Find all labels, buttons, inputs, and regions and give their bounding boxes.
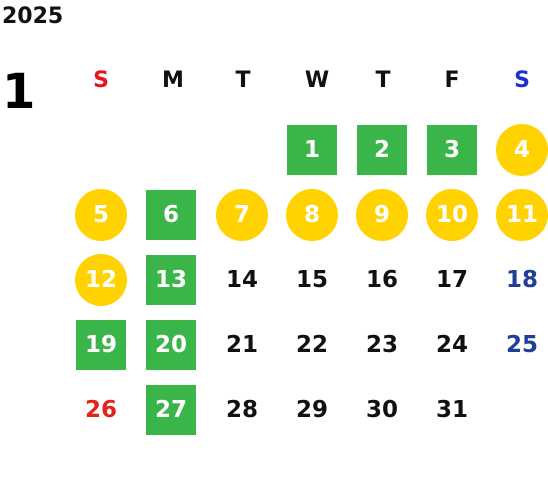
yellow-circle-marker xyxy=(356,189,408,241)
day-number: 19 xyxy=(84,331,117,358)
calendar-day-6: 6 xyxy=(143,187,199,243)
weekday-header-thursday: T xyxy=(375,68,391,93)
calendar-day-10: 10 xyxy=(424,187,480,243)
day-number: 15 xyxy=(295,266,328,293)
day-number: 24 xyxy=(435,331,468,358)
day-number: 4 xyxy=(513,136,530,163)
calendar-day-3: 3 xyxy=(424,122,480,178)
calendar-day-19: 19 xyxy=(73,317,129,373)
calendar-day-26: 26 xyxy=(73,382,129,438)
day-number: 22 xyxy=(295,331,328,358)
calendar-day-16: 16 xyxy=(354,252,410,308)
day-number: 13 xyxy=(154,266,187,293)
day-number: 3 xyxy=(443,136,460,163)
month-number: 1 xyxy=(2,64,36,120)
day-number: 6 xyxy=(162,201,179,228)
day-number: 29 xyxy=(295,396,328,423)
calendar-day-27: 27 xyxy=(143,382,199,438)
yellow-circle-marker xyxy=(496,189,548,241)
green-square-marker xyxy=(76,320,126,370)
green-square-marker xyxy=(146,255,196,305)
day-number: 2 xyxy=(373,136,390,163)
calendar-day-11: 11 xyxy=(494,187,548,243)
day-number: 5 xyxy=(92,201,109,228)
day-number: 18 xyxy=(505,266,538,293)
weekday-header-tuesday: T xyxy=(235,68,251,93)
calendar-day-7: 7 xyxy=(214,187,270,243)
calendar-day-1: 1 xyxy=(284,122,340,178)
calendar-day-22: 22 xyxy=(284,317,340,373)
day-number: 30 xyxy=(365,396,398,423)
day-number: 10 xyxy=(435,201,468,228)
calendar-day-2: 2 xyxy=(354,122,410,178)
day-number: 26 xyxy=(84,396,117,423)
calendar-day-14: 14 xyxy=(214,252,270,308)
day-number: 28 xyxy=(225,396,258,423)
calendar-day-25: 25 xyxy=(494,317,548,373)
green-square-marker xyxy=(146,190,196,240)
day-number: 16 xyxy=(365,266,398,293)
day-number: 27 xyxy=(154,396,187,423)
calendar-day-15: 15 xyxy=(284,252,340,308)
weekday-header-friday: F xyxy=(444,68,460,93)
day-number: 17 xyxy=(435,266,468,293)
weekday-header-saturday: S xyxy=(514,68,530,93)
day-number: 14 xyxy=(225,266,258,293)
day-number: 21 xyxy=(225,331,258,358)
calendar-day-23: 23 xyxy=(354,317,410,373)
calendar-day-5: 5 xyxy=(73,187,129,243)
year-label: 2025 xyxy=(2,4,64,29)
green-square-marker xyxy=(287,125,337,175)
day-number: 1 xyxy=(303,136,320,163)
green-square-marker xyxy=(146,385,196,435)
green-square-marker xyxy=(146,320,196,370)
calendar-day-31: 31 xyxy=(424,382,480,438)
weekday-header-wednesday: W xyxy=(304,68,330,93)
calendar-day-13: 13 xyxy=(143,252,199,308)
calendar-day-24: 24 xyxy=(424,317,480,373)
calendar-day-21: 21 xyxy=(214,317,270,373)
calendar-day-4: 4 xyxy=(494,122,548,178)
calendar-day-30: 30 xyxy=(354,382,410,438)
calendar-day-18: 18 xyxy=(494,252,548,308)
calendar-day-12: 12 xyxy=(73,252,129,308)
day-number: 25 xyxy=(505,331,538,358)
yellow-circle-marker xyxy=(426,189,478,241)
calendar-day-8: 8 xyxy=(284,187,340,243)
yellow-circle-marker xyxy=(286,189,338,241)
yellow-circle-marker xyxy=(496,124,548,176)
calendar-day-29: 29 xyxy=(284,382,340,438)
day-number: 23 xyxy=(365,331,398,358)
day-number: 7 xyxy=(233,201,250,228)
calendar-day-20: 20 xyxy=(143,317,199,373)
day-number: 31 xyxy=(435,396,468,423)
calendar-day-9: 9 xyxy=(354,187,410,243)
green-square-marker xyxy=(357,125,407,175)
day-number: 9 xyxy=(373,201,390,228)
weekday-header-monday: M xyxy=(162,68,184,93)
calendar-day-17: 17 xyxy=(424,252,480,308)
calendar-day-28: 28 xyxy=(214,382,270,438)
green-square-marker xyxy=(427,125,477,175)
day-number: 11 xyxy=(505,201,538,228)
yellow-circle-marker xyxy=(216,189,268,241)
weekday-header-sunday: S xyxy=(93,68,109,93)
yellow-circle-marker xyxy=(75,254,127,306)
day-number: 8 xyxy=(303,201,320,228)
day-number: 12 xyxy=(84,266,117,293)
yellow-circle-marker xyxy=(75,189,127,241)
day-number: 20 xyxy=(154,331,187,358)
